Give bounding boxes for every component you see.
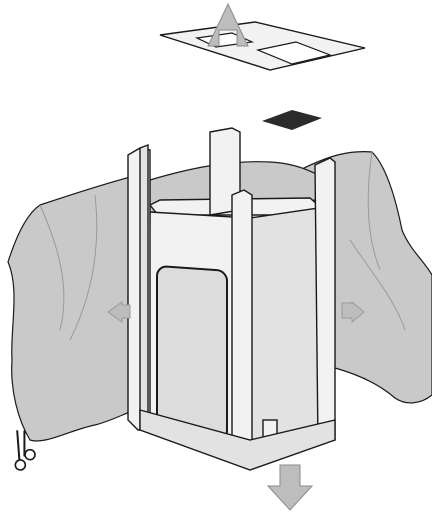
corner-post-front	[232, 190, 252, 465]
corner-post-left-front	[140, 145, 148, 432]
black-insert	[262, 110, 322, 130]
corner-post-right	[315, 158, 335, 445]
arrow-down-icon	[268, 465, 312, 510]
top-cap	[160, 22, 365, 70]
door-window	[157, 266, 227, 441]
appliance-side	[250, 208, 318, 455]
